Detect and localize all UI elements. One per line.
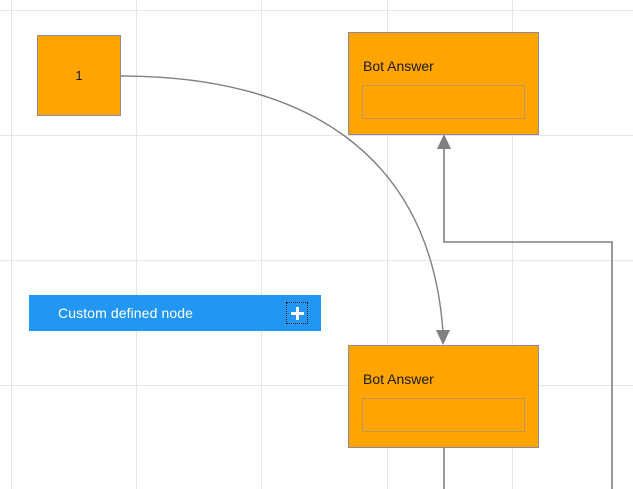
node-bot-answer-bottom[interactable]: Bot Answer	[348, 345, 539, 448]
node-bot-answer-bottom-slot[interactable]	[362, 398, 525, 432]
custom-defined-node-label: Custom defined node	[58, 305, 193, 321]
node-1[interactable]: 1	[37, 35, 121, 116]
node-bot-answer-top-slot[interactable]	[362, 85, 525, 119]
connector-orthogonal-loop[interactable]	[437, 134, 613, 489]
arrowhead-up-icon	[437, 134, 451, 149]
custom-defined-node-bar[interactable]: Custom defined node	[29, 295, 321, 331]
add-node-plus-icon[interactable]	[286, 302, 308, 324]
node-bot-answer-top-title: Bot Answer	[363, 58, 434, 74]
connector-curved-node1-to-bot-bottom[interactable]	[120, 75, 450, 345]
plus-vertical-bar	[295, 306, 299, 320]
arrowhead-down-icon	[436, 330, 450, 345]
connector-path-loop[interactable]	[443, 148, 613, 489]
node-1-label: 1	[75, 68, 83, 83]
node-bot-answer-bottom-title: Bot Answer	[363, 371, 434, 387]
node-bot-answer-top[interactable]: Bot Answer	[348, 32, 539, 135]
connector-path[interactable]	[120, 75, 444, 333]
